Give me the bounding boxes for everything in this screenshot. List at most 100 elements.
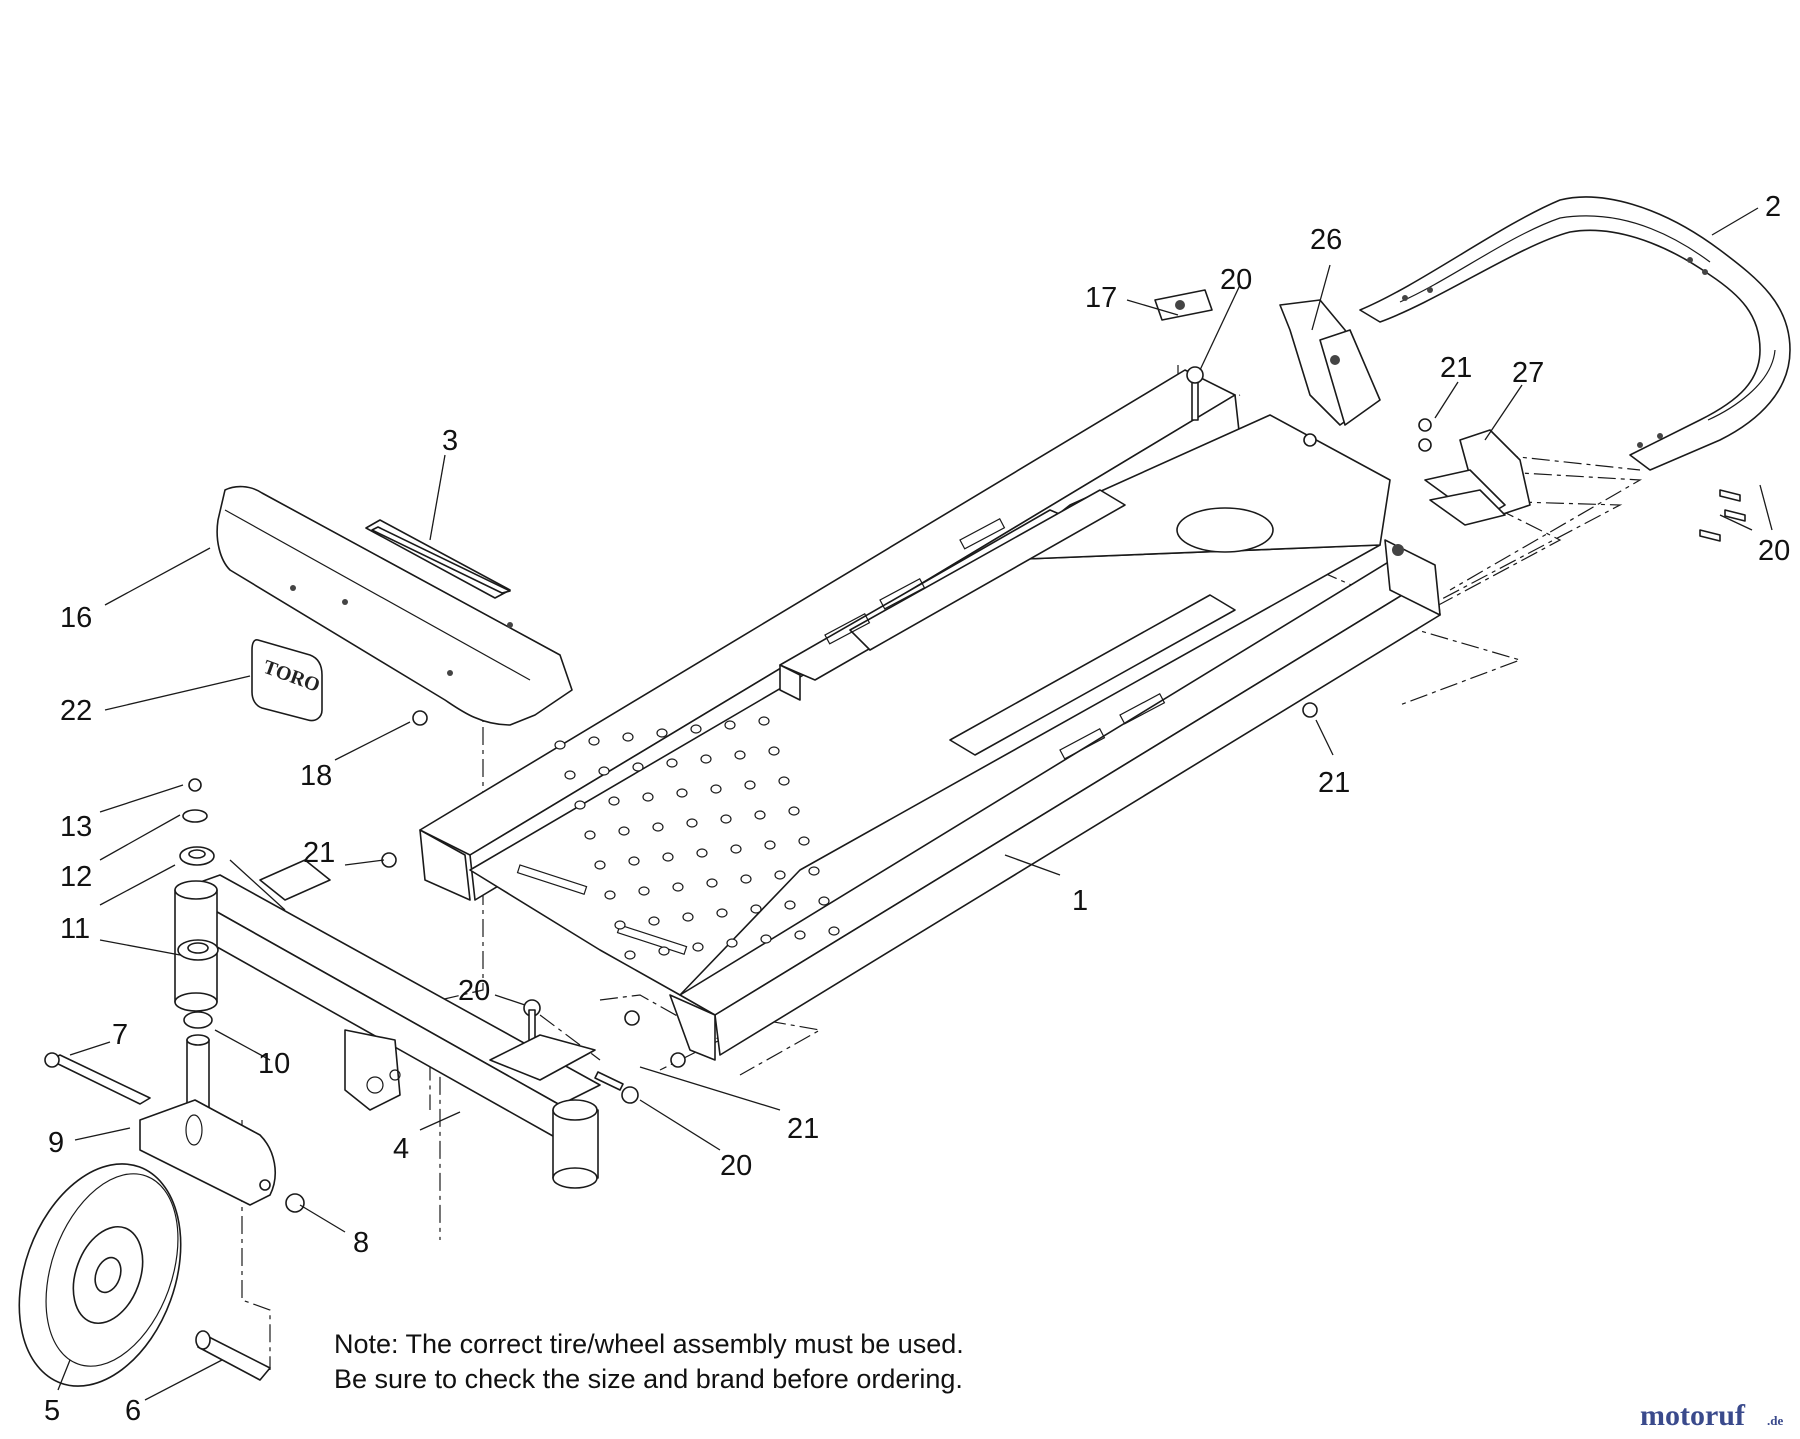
floor-hole bbox=[724, 720, 736, 730]
decal-17 bbox=[1154, 289, 1213, 321]
floor-plate-holes bbox=[554, 716, 840, 960]
floor-hole bbox=[642, 792, 654, 802]
decal-strip-3 bbox=[371, 526, 511, 594]
floor-hole bbox=[588, 736, 600, 746]
callout-7: 7 bbox=[112, 1019, 128, 1051]
leader-lines bbox=[57, 207, 1773, 1401]
mount-bracket-27 bbox=[1418, 418, 1531, 526]
callout-20a: 20 bbox=[1220, 264, 1252, 296]
floor-hole bbox=[662, 852, 674, 862]
floor-hole bbox=[652, 822, 664, 832]
floor-hole bbox=[764, 840, 776, 850]
ordering-note: Note: The correct tire/wheel assembly mu… bbox=[334, 1329, 964, 1394]
note-line-1: Note: The correct tire/wheel assembly mu… bbox=[334, 1329, 964, 1359]
callout-21b: 21 bbox=[1318, 767, 1350, 799]
floor-hole bbox=[798, 836, 810, 846]
floor-hole bbox=[648, 916, 660, 926]
axle-bolt bbox=[44, 1052, 151, 1105]
callout-27: 27 bbox=[1512, 357, 1544, 389]
mount-bracket-26 bbox=[1279, 299, 1381, 447]
floor-hole bbox=[666, 758, 678, 768]
callout-20d: 20 bbox=[720, 1150, 752, 1182]
floor-hole bbox=[828, 926, 840, 936]
callout-16: 16 bbox=[60, 602, 92, 634]
floor-hole bbox=[584, 830, 596, 840]
watermark-brand: motoruf bbox=[1640, 1399, 1746, 1432]
floor-hole bbox=[638, 886, 650, 896]
floor-hole bbox=[658, 946, 670, 956]
floor-hole bbox=[672, 882, 684, 892]
callout-8: 8 bbox=[353, 1227, 369, 1259]
floor-hole bbox=[710, 784, 722, 794]
floor-hole bbox=[734, 750, 746, 760]
floor-hole bbox=[726, 938, 738, 948]
floor-hole bbox=[784, 900, 796, 910]
floor-hole bbox=[740, 874, 752, 884]
floor-hole bbox=[564, 770, 576, 780]
callout-20b: 20 bbox=[1758, 535, 1790, 567]
floor-hole bbox=[624, 950, 636, 960]
note-line-2: Be sure to check the size and brand befo… bbox=[334, 1364, 963, 1394]
callout-26: 26 bbox=[1310, 224, 1342, 256]
floor-hole bbox=[682, 912, 694, 922]
callout-labels: 1 2 3 4 5 6 7 8 9 10 11 12 13 16 17 18 2… bbox=[44, 191, 1790, 1427]
floor-hole bbox=[598, 766, 610, 776]
main-frame bbox=[419, 369, 1441, 1061]
floor-hole bbox=[608, 796, 620, 806]
floor-hole bbox=[622, 732, 634, 742]
floor-hole bbox=[700, 754, 712, 764]
floor-hole bbox=[618, 826, 630, 836]
caster-fork bbox=[139, 1034, 276, 1206]
floor-hole bbox=[696, 848, 708, 858]
floor-hole bbox=[574, 800, 586, 810]
callout-3: 3 bbox=[442, 425, 458, 457]
floor-hole bbox=[656, 728, 668, 738]
floor-hole bbox=[720, 814, 732, 824]
callout-11: 11 bbox=[60, 913, 90, 945]
wheel-spacer bbox=[195, 1330, 271, 1381]
callout-22: 22 bbox=[60, 695, 92, 727]
floor-hole bbox=[818, 896, 830, 906]
callout-6: 6 bbox=[125, 1395, 141, 1427]
floor-hole bbox=[794, 930, 806, 940]
floor-hole bbox=[754, 810, 766, 820]
toro-decal: TORO bbox=[251, 639, 323, 722]
floor-hole bbox=[604, 890, 616, 900]
floor-hole bbox=[744, 780, 756, 790]
callout-21d: 21 bbox=[787, 1113, 819, 1145]
floor-hole bbox=[594, 860, 606, 870]
floor-hole bbox=[716, 908, 728, 918]
caster-wheel bbox=[18, 1163, 182, 1387]
callout-12: 12 bbox=[60, 861, 92, 893]
floor-hole bbox=[758, 716, 770, 726]
watermark-suffix: .de bbox=[1767, 1413, 1783, 1428]
callout-9: 9 bbox=[48, 1127, 64, 1159]
floor-hole bbox=[676, 788, 688, 798]
floor-hole bbox=[760, 934, 772, 944]
bearing-stack bbox=[177, 809, 219, 1029]
floor-hole bbox=[774, 870, 786, 880]
callout-21a: 21 bbox=[1440, 352, 1472, 384]
callout-21c: 21 bbox=[303, 837, 335, 869]
floor-hole bbox=[750, 904, 762, 914]
axle-nut bbox=[285, 1193, 305, 1213]
floor-hole bbox=[808, 866, 820, 876]
floor-hole bbox=[778, 776, 790, 786]
floor-hole bbox=[686, 818, 698, 828]
floor-hole bbox=[692, 942, 704, 952]
handle-bar bbox=[1359, 196, 1791, 471]
caster-sleeve-right bbox=[552, 1099, 599, 1189]
callout-17: 17 bbox=[1085, 282, 1117, 314]
floor-hole bbox=[632, 762, 644, 772]
front-axle bbox=[177, 859, 601, 1141]
callout-20c: 20 bbox=[458, 975, 490, 1007]
callout-10: 10 bbox=[258, 1048, 290, 1080]
floor-hole bbox=[768, 746, 780, 756]
callout-4: 4 bbox=[393, 1133, 409, 1165]
callout-13: 13 bbox=[60, 811, 92, 843]
callout-5: 5 bbox=[44, 1395, 60, 1427]
floor-hole bbox=[628, 856, 640, 866]
floor-hole bbox=[788, 806, 800, 816]
floor-hole bbox=[554, 740, 566, 750]
